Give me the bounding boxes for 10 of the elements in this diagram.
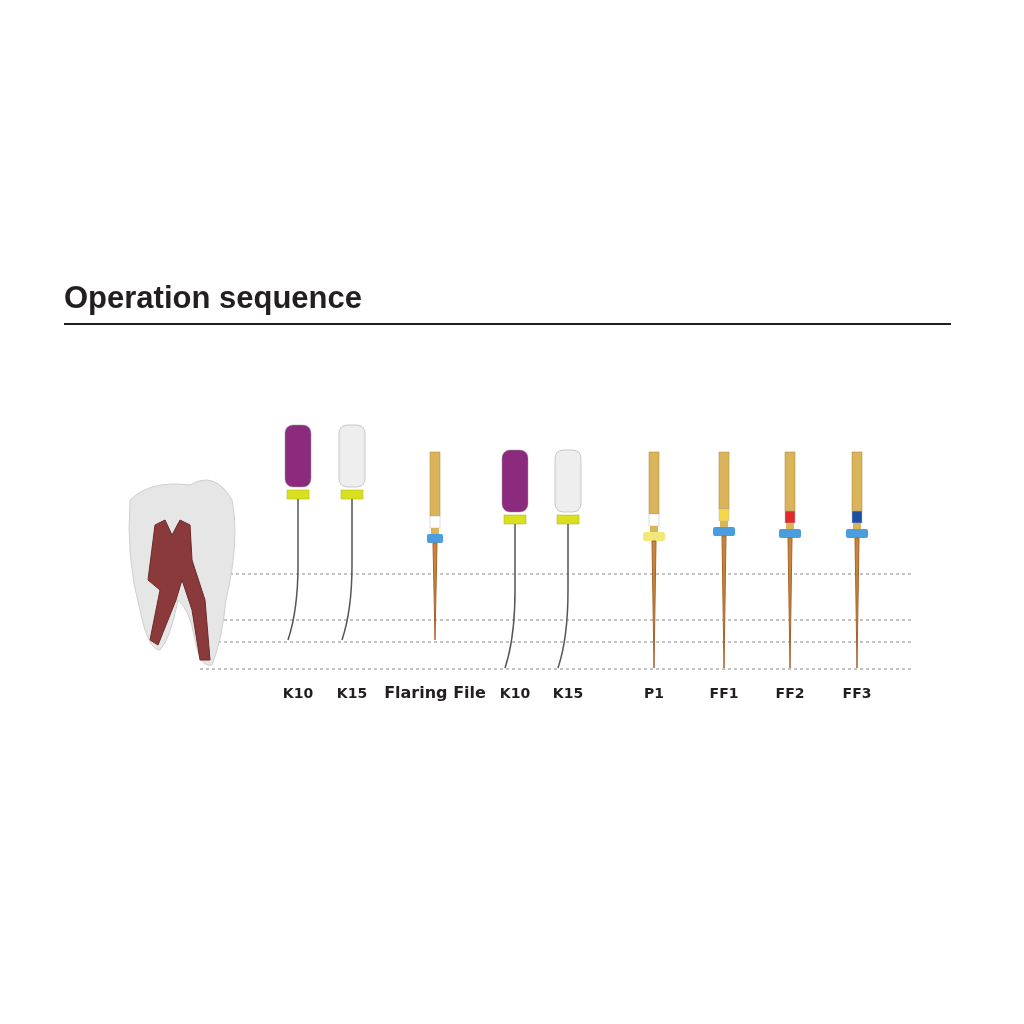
section-heading: Operation sequence [64, 280, 363, 316]
file-label: P1 [644, 684, 664, 703]
file-label: FF2 [775, 684, 805, 703]
file-label: FF1 [709, 684, 739, 703]
file-label: FF3 [842, 684, 872, 703]
file-label: K10 [499, 684, 531, 703]
file-label: K15 [336, 684, 368, 703]
file-label: Flaring File [384, 683, 486, 703]
file-label: K15 [552, 684, 584, 703]
file-label: K10 [282, 684, 314, 703]
